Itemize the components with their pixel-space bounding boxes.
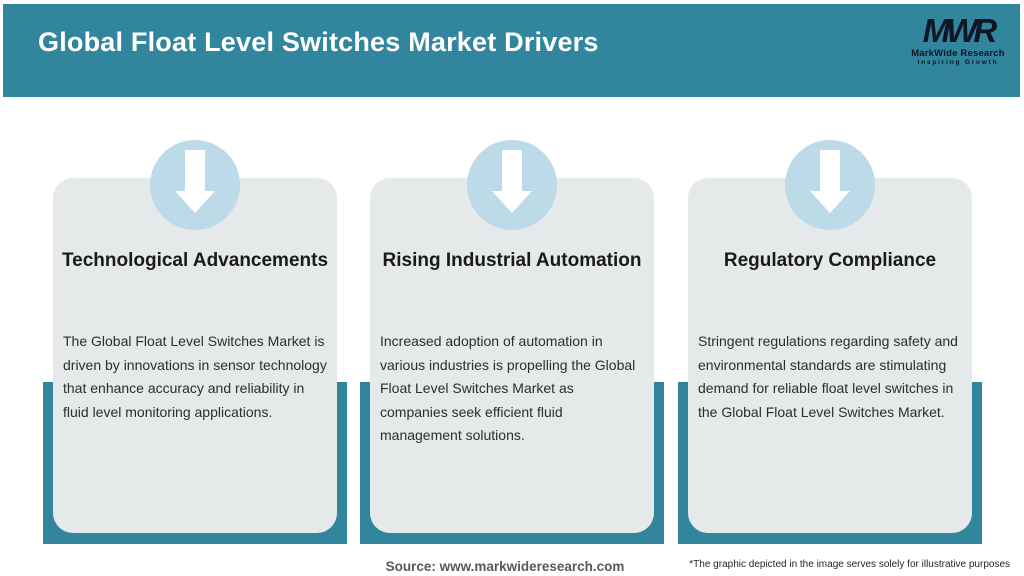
card-body: The Global Float Level Switches Market i…	[63, 333, 327, 420]
down-arrow-badge	[467, 140, 557, 230]
down-arrow-icon	[810, 150, 850, 213]
driver-card-group-automation: Rising Industrial Automation Increased a…	[360, 140, 664, 545]
driver-card-group-regulatory: Regulatory Compliance Stringent regulati…	[678, 140, 982, 545]
driver-card: Technological Advancements The Global Fl…	[53, 178, 337, 533]
driver-card: Rising Industrial Automation Increased a…	[370, 178, 654, 533]
card-body: Stringent regulations regarding safety a…	[698, 333, 958, 420]
driver-card-group-technological: Technological Advancements The Global Fl…	[43, 140, 347, 545]
driver-card: Regulatory Compliance Stringent regulati…	[688, 178, 972, 533]
header-bar: Global Float Level Switches Market Drive…	[3, 4, 1020, 97]
page-title: Global Float Level Switches Market Drive…	[38, 27, 599, 57]
down-arrow-badge	[785, 140, 875, 230]
markwide-logo: MWR MarkWide Research Inspiring Growth	[910, 14, 1006, 67]
logo-tagline: Inspiring Growth	[917, 59, 999, 66]
disclaimer-text: *The graphic depicted in the image serve…	[689, 559, 1010, 570]
card-title: Regulatory Compliance	[723, 250, 937, 271]
down-arrow-icon	[175, 150, 215, 213]
down-arrow-icon	[492, 150, 532, 213]
card-title: Technological Advancements	[61, 250, 329, 271]
logo-monogram-icon: MWR	[922, 12, 997, 49]
card-title: Rising Industrial Automation	[382, 250, 642, 271]
down-arrow-badge	[150, 140, 240, 230]
logo-name: MarkWide Research	[911, 48, 1005, 59]
card-body: Increased adoption of automation in vari…	[380, 333, 636, 443]
source-text: Source: www.markwideresearch.com	[385, 559, 625, 574]
